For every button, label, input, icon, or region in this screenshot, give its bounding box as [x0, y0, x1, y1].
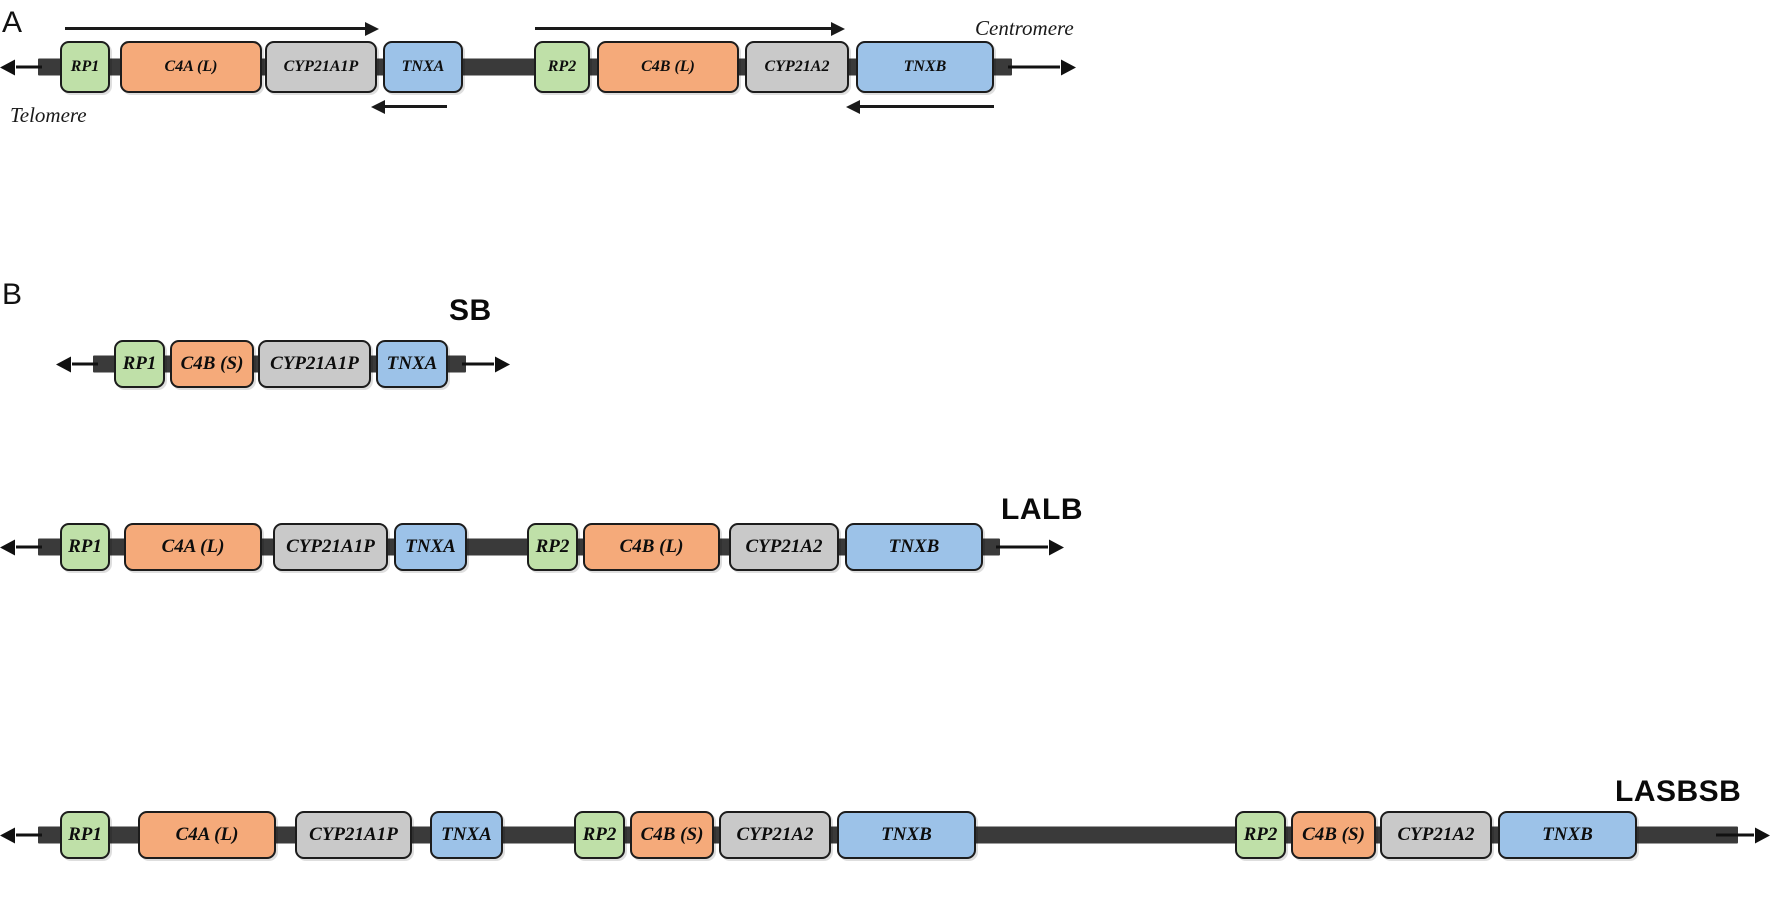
gene-box-tnxb-second[interactable]: TNXB: [1498, 811, 1637, 859]
telomere-direction-arrow: [16, 833, 42, 837]
panel-b-letter: B: [2, 278, 23, 311]
gene-label: TNXB: [888, 536, 940, 557]
gene-label: C4A (L): [161, 536, 225, 557]
gene-label: TNXA: [401, 58, 445, 75]
gene-label: C4B (S): [180, 353, 244, 374]
gene-label: RP2: [1243, 824, 1278, 845]
gene-label: CYP21A2: [764, 58, 830, 75]
gene-box-cyp21a1p[interactable]: CYP21A1P: [265, 41, 377, 93]
centromere-direction-arrow: [462, 362, 494, 366]
gene-label: CYP21A1P: [283, 58, 359, 75]
gene-box-rp1[interactable]: RP1: [114, 340, 165, 388]
gene-label: TNXA: [441, 824, 492, 845]
gene-box-rp2-first[interactable]: RP2: [574, 811, 625, 859]
panel-a-locus-row: RP1 C4A (L) CYP21A1P TNXA RP2 C4B (L) CY…: [0, 30, 1090, 104]
gene-box-cyp21a2[interactable]: CYP21A2: [729, 523, 839, 571]
gene-box-c4b-s[interactable]: C4B (S): [170, 340, 254, 388]
haplotype-label-lasbsb: LASBSB: [1615, 775, 1742, 808]
gene-box-c4b-s-first[interactable]: C4B (S): [630, 811, 714, 859]
gene-label: RP1: [122, 353, 157, 374]
gene-box-cyp21a1p[interactable]: CYP21A1P: [295, 811, 412, 859]
gene-box-rp2[interactable]: RP2: [527, 523, 578, 571]
gene-box-tnxb[interactable]: TNXB: [856, 41, 994, 93]
gene-label: RP1: [68, 824, 102, 845]
haplotype-row-sb: RP1 C4B (S) CYP21A1P TNXA: [0, 327, 520, 401]
telomere-direction-arrow: [72, 362, 98, 366]
telomere-direction-arrow: [16, 545, 42, 549]
gene-box-tnxb-first[interactable]: TNXB: [837, 811, 976, 859]
gene-label: CYP21A1P: [270, 353, 359, 374]
module1-forward-arrow: [65, 27, 365, 30]
haplotype-label-sb: SB: [449, 294, 492, 327]
gene-box-rp1[interactable]: RP1: [60, 41, 110, 93]
telomere-label: Telomere: [10, 103, 87, 127]
haplotype-row-lasbsb: RP1 C4A (L) CYP21A1P TNXA RP2 C4B (S) CY…: [0, 798, 1772, 872]
gene-label: RP1: [68, 536, 102, 557]
gene-box-cyp21a1p[interactable]: CYP21A1P: [273, 523, 388, 571]
gene-box-rp2[interactable]: RP2: [534, 41, 590, 93]
centromere-direction-arrow: [1716, 833, 1754, 837]
haplotype-label-lalb: LALB: [1001, 493, 1083, 526]
haplotype-row-lalb: RP1 C4A (L) CYP21A1P TNXA RP2 C4B (L) CY…: [0, 510, 1080, 584]
gene-box-cyp21a2-second[interactable]: CYP21A2: [1380, 811, 1492, 859]
gene-label: CYP21A2: [1397, 824, 1475, 845]
gene-label: C4B (S): [1302, 824, 1365, 845]
gene-label: RP2: [582, 824, 617, 845]
gene-box-tnxa[interactable]: TNXA: [376, 340, 448, 388]
gene-box-c4b-s-second[interactable]: C4B (S): [1291, 811, 1376, 859]
gene-label: CYP21A1P: [309, 824, 398, 845]
gene-label: TNXB: [903, 58, 947, 75]
gene-label: C4A (L): [175, 824, 239, 845]
gene-label: RP1: [70, 58, 100, 75]
gene-label: C4B (L): [619, 536, 684, 557]
gene-box-tnxa[interactable]: TNXA: [394, 523, 467, 571]
gene-box-rp1[interactable]: RP1: [60, 523, 110, 571]
gene-box-tnxa[interactable]: TNXA: [430, 811, 503, 859]
gene-box-cyp21a2[interactable]: CYP21A2: [745, 41, 849, 93]
gene-label: RP2: [547, 58, 577, 75]
gene-box-c4a-l[interactable]: C4A (L): [138, 811, 276, 859]
tnxa-reverse-arrow: [385, 105, 447, 108]
gene-label: CYP21A2: [736, 824, 814, 845]
gene-box-c4a-l[interactable]: C4A (L): [124, 523, 262, 571]
gene-label: TNXB: [881, 824, 932, 845]
gene-label: CYP21A2: [745, 536, 823, 557]
panel-a-letter: A: [2, 6, 23, 39]
gene-label: TNXB: [1542, 824, 1593, 845]
gene-box-cyp21a1p[interactable]: CYP21A1P: [258, 340, 371, 388]
gene-box-c4b-l[interactable]: C4B (L): [597, 41, 739, 93]
telomere-direction-arrow: [16, 65, 42, 69]
module2-forward-arrow: [535, 27, 831, 30]
centromere-label: Centromere: [975, 16, 1074, 40]
gene-label: C4A (L): [164, 58, 218, 75]
gene-label: TNXA: [405, 536, 456, 557]
gene-label: C4B (L): [641, 58, 695, 75]
gene-label: TNXA: [386, 353, 438, 374]
gene-box-cyp21a2-first[interactable]: CYP21A2: [719, 811, 831, 859]
gene-box-tnxb[interactable]: TNXB: [845, 523, 983, 571]
tnxb-reverse-arrow: [860, 105, 994, 108]
gene-box-c4b-l[interactable]: C4B (L): [583, 523, 720, 571]
gene-box-rp1[interactable]: RP1: [60, 811, 110, 859]
gene-box-rp2-second[interactable]: RP2: [1235, 811, 1286, 859]
centromere-direction-arrow: [1008, 65, 1060, 69]
centromere-direction-arrow: [996, 545, 1048, 549]
gene-label: C4B (S): [640, 824, 704, 845]
gene-box-c4a-l[interactable]: C4A (L): [120, 41, 262, 93]
gene-box-tnxa[interactable]: TNXA: [383, 41, 463, 93]
gene-label: RP2: [535, 536, 570, 557]
gene-label: CYP21A1P: [286, 536, 375, 557]
